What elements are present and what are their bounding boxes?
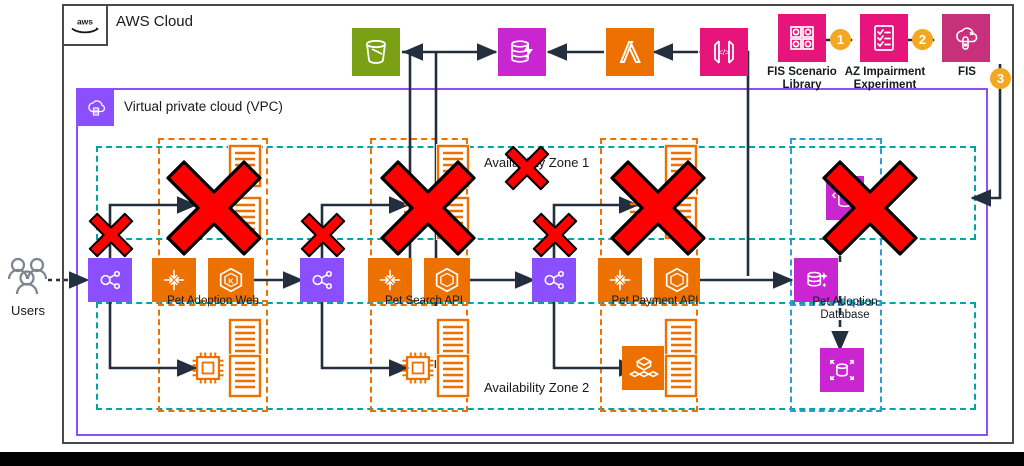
bottom-bar [0,452,1024,466]
dynamodb-icon[interactable] [498,28,546,76]
log-document-icon [664,354,698,398]
eks-icon[interactable]: K [208,258,254,302]
users-icon [4,256,52,300]
svg-text:</>: </> [718,48,730,57]
vpc-boundary [76,88,988,436]
rds-database-icon[interactable] [794,258,838,302]
ec2-instance-icon[interactable] [186,346,230,390]
badge-1: 1 [830,29,851,50]
rds-replica-icon[interactable] [820,348,864,392]
ecs-fargate-icon[interactable] [622,346,666,390]
eks-icon[interactable] [654,258,700,302]
vpc-icon [78,90,114,126]
aws-logo-icon: aws [64,6,108,46]
availability-zone-2-boundary [96,302,976,410]
red-x-failure-icon [378,158,478,258]
red-x-failure-icon [532,212,578,258]
pet-payment-api-label: Pet Payment API [611,295,699,307]
vpc-label: Virtual private cloud (VPC) [124,99,283,114]
svg-text:K: K [228,276,234,285]
red-x-failure-icon [504,145,550,191]
red-x-failure-icon [164,158,264,258]
aws-cloud-label: AWS Cloud [116,13,193,30]
users-label: Users [11,303,45,318]
auto-scaling-icon[interactable] [152,258,196,302]
auto-scaling-icon[interactable] [368,258,412,302]
log-document-icon [436,354,470,398]
red-x-failure-icon [608,158,708,258]
pet-adoption-web-label: Pet Adoption Web [167,295,259,307]
fis-scenario-library-label: FIS Scenario Library [767,66,837,91]
fis-icon[interactable] [942,14,990,62]
eks-icon[interactable] [424,258,470,302]
pet-adoption-database-label: Pet Adoption Database [812,296,878,321]
badge-2: 2 [912,29,933,50]
ec2-instance-icon[interactable] [396,346,440,390]
elastic-load-balancer-icon[interactable] [300,258,344,302]
lambda-icon[interactable] [606,28,654,76]
fis-scenario-library-icon[interactable] [778,14,826,62]
elastic-load-balancer-icon[interactable] [88,258,132,302]
fis-label: FIS [958,66,976,78]
red-x-failure-icon [88,212,134,258]
az-impairment-experiment-label: AZ Impairment Experiment [844,66,926,91]
elastic-load-balancer-icon[interactable] [532,258,576,302]
red-x-failure-icon [300,212,346,258]
log-document-icon [228,354,262,398]
badge-3: 3 [990,68,1011,89]
api-gateway-icon[interactable]: </> [700,28,748,76]
pet-search-api-label: Pet Search API [385,295,463,307]
az-impairment-experiment-icon[interactable] [860,14,908,62]
availability-zone-2-label: Availability Zone 2 [484,380,590,395]
svg-text:aws: aws [77,16,93,26]
s3-bucket-icon[interactable] [352,28,400,76]
red-x-failure-icon [820,158,920,258]
auto-scaling-icon[interactable] [598,258,642,302]
